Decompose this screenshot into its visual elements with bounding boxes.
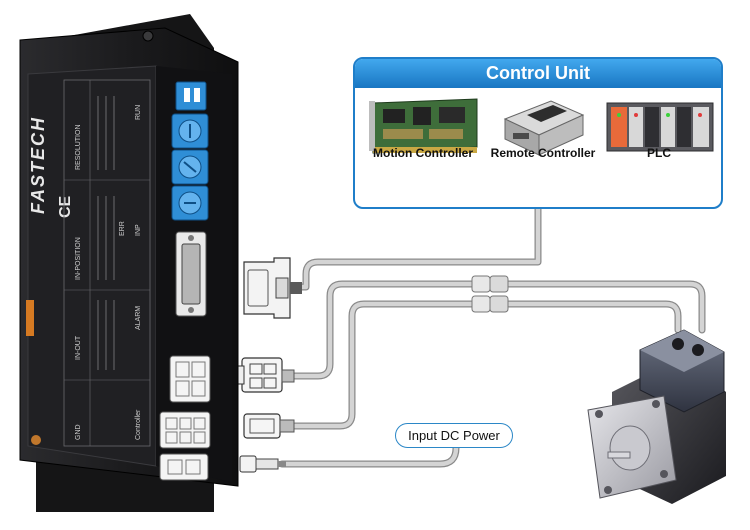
stepper-driver: FASTECH CE RESOLUTION IN-POSITION IN-OUT… [19, 14, 239, 512]
panel-label-controller: Controller [135, 409, 142, 440]
dip-switch [175, 81, 207, 111]
encoder-connector-icon [243, 413, 295, 439]
panel-label-run: RUN [135, 105, 142, 120]
control-unit-title: Control Unit [355, 59, 721, 88]
brand-logo: FASTECH [28, 116, 48, 214]
power-plug-icon [239, 455, 286, 473]
controller-module-icon [503, 100, 585, 156]
input-dc-power-label: Input DC Power [395, 423, 513, 448]
cables [262, 204, 706, 468]
panel-label-gnd: GND [75, 424, 82, 440]
encoder-port [159, 411, 211, 449]
motion-controller-label: Motion Controller [373, 146, 473, 160]
molex-connector-icon [235, 357, 295, 393]
pci-card-icon [369, 98, 478, 154]
control-unit-panel: Control Unit Motion Controller Remote Co… [353, 57, 723, 209]
rotary-switches [171, 113, 209, 221]
plc-label: PLC [647, 146, 671, 160]
motor-port [169, 355, 211, 403]
extension-connectors [471, 275, 509, 313]
remote-controller-label: Remote Controller [490, 146, 596, 160]
panel-label-in-out: IN-OUT [75, 335, 82, 360]
plc-rack-icon [606, 102, 714, 152]
ce-mark: CE [57, 195, 74, 218]
panel-label-in-position: IN-POSITION [75, 237, 82, 280]
io-port [175, 231, 207, 317]
spec-panel: RESOLUTION IN-POSITION IN-OUT Controller… [63, 79, 151, 447]
panel-label-inp: INP [135, 224, 142, 236]
d-sub-connector-icon [243, 257, 302, 319]
panel-label-resolution: RESOLUTION [75, 124, 82, 170]
power-port [159, 453, 209, 481]
panel-label-alarm: ALARM [135, 306, 142, 330]
stepper-motor [587, 329, 726, 504]
panel-label-err: ERR [119, 221, 126, 236]
